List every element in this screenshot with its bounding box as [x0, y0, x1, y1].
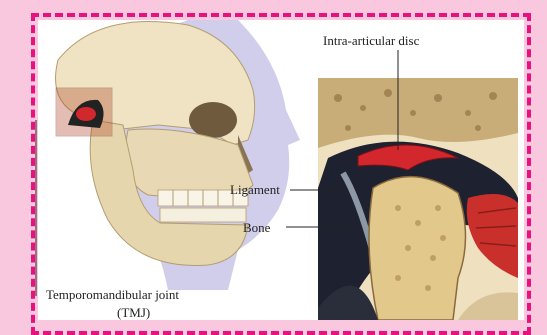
dashed-border — [31, 13, 531, 335]
